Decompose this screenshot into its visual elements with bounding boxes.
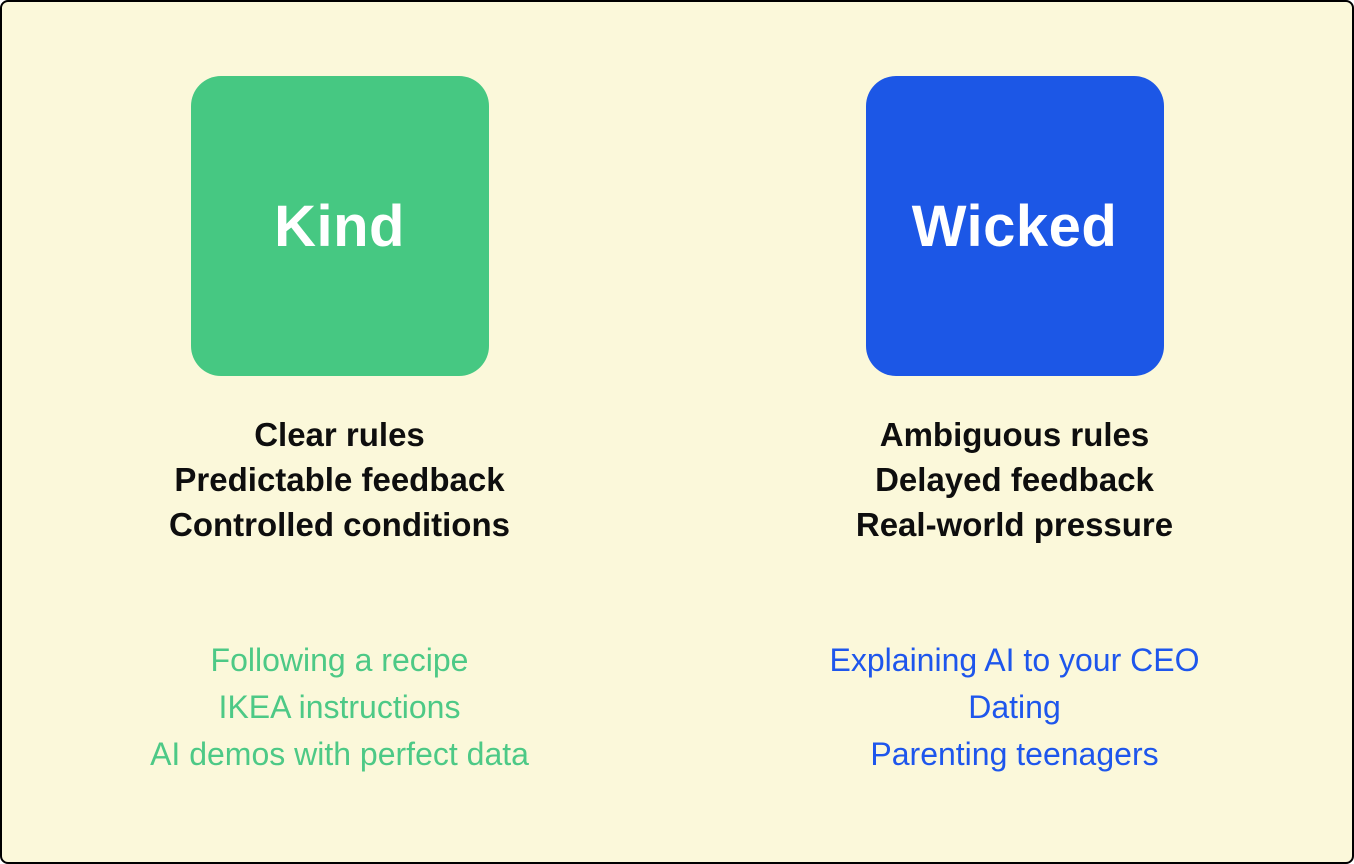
kind-examples-list: Following a recipe IKEA instructions AI … bbox=[150, 637, 529, 778]
wicked-column: Wicked Ambiguous rules Delayed feedback … bbox=[677, 2, 1352, 862]
wicked-examples-list: Explaining AI to your CEO Dating Parenti… bbox=[830, 637, 1200, 778]
kind-trait-line: Clear rules bbox=[254, 416, 425, 453]
kind-traits-list: Clear rules Predictable feedback Control… bbox=[169, 412, 510, 547]
wicked-trait-line: Delayed feedback bbox=[875, 461, 1154, 498]
kind-example-line: Following a recipe bbox=[210, 642, 469, 678]
kind-card: Kind bbox=[190, 76, 489, 376]
wicked-card-label: Wicked bbox=[911, 193, 1118, 259]
kind-card-label: Kind bbox=[274, 193, 405, 259]
kind-example-line: IKEA instructions bbox=[218, 689, 461, 725]
wicked-example-line: Parenting teenagers bbox=[870, 736, 1159, 772]
kind-trait-line: Controlled conditions bbox=[169, 506, 510, 543]
wicked-example-line: Explaining AI to your CEO bbox=[829, 642, 1200, 678]
kind-trait-line: Predictable feedback bbox=[174, 461, 505, 498]
wicked-traits-list: Ambiguous rules Delayed feedback Real-wo… bbox=[856, 412, 1173, 547]
wicked-card: Wicked bbox=[865, 76, 1164, 376]
wicked-example-line: Dating bbox=[968, 689, 1061, 725]
kind-example-line: AI demos with perfect data bbox=[150, 736, 529, 772]
wicked-trait-line: Real-world pressure bbox=[855, 506, 1174, 543]
wicked-trait-line: Ambiguous rules bbox=[879, 416, 1150, 453]
kind-column: Kind Clear rules Predictable feedback Co… bbox=[2, 2, 677, 862]
